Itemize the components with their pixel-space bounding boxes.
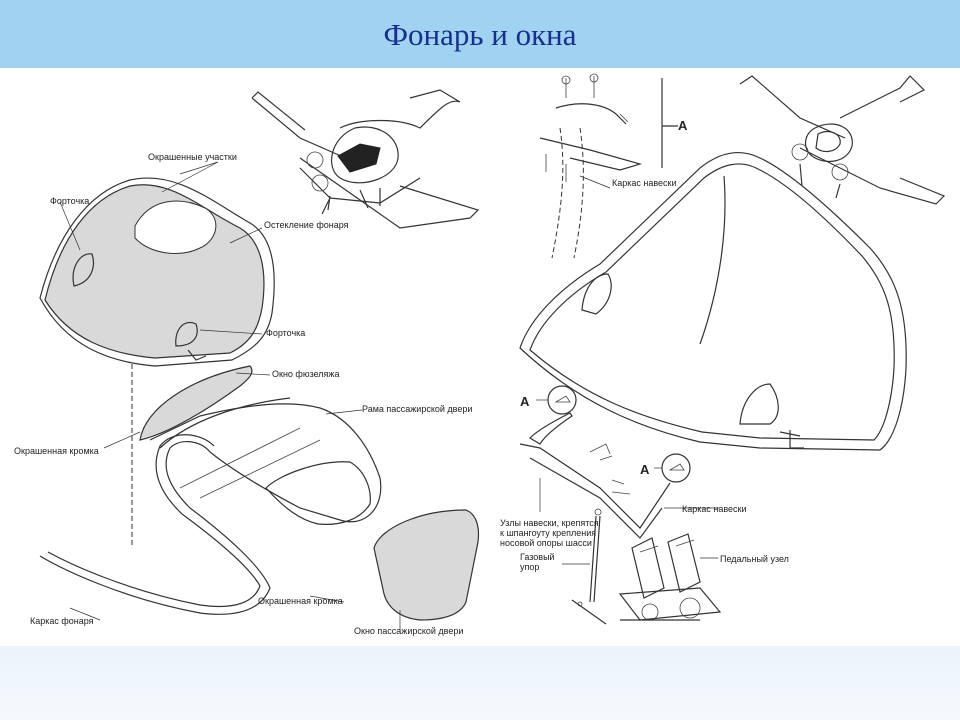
label-fuselage-window: Окно фюзеляжа xyxy=(272,369,339,379)
label-pedal-unit: Педальный узел xyxy=(720,554,789,564)
label-detail-a-left: A xyxy=(520,394,530,409)
gas-strut xyxy=(562,508,607,625)
hinge-detail-top xyxy=(539,73,678,259)
right-diagram: A Каркас навески A A Каркас навески Узлы… xyxy=(500,73,946,625)
label-painted-edge-left: Окрашенная кромка xyxy=(14,446,99,456)
passenger-door-window xyxy=(373,509,480,621)
label-detail-a-top: A xyxy=(678,118,688,133)
label-vent-top: Форточка xyxy=(50,196,89,206)
label-detail-a-right: A xyxy=(640,462,650,477)
label-vent-bottom: Форточка xyxy=(266,328,305,338)
label-hinge-frame-top: Каркас навески xyxy=(612,178,677,188)
canopy-side-view xyxy=(519,151,907,451)
detail-a-markers xyxy=(536,385,691,483)
label-passenger-door-window: Окно пассажирской двери xyxy=(354,626,463,636)
label-painted-areas: Окрашенные участки xyxy=(148,152,237,162)
technical-drawing: Окрашенные участки Форточка Остекление ф… xyxy=(0,68,960,646)
label-hinge-nodes: Узлы навески, крепятся к шпангоуту крепл… xyxy=(500,518,601,548)
title-bar: Фонарь и окна xyxy=(0,0,960,68)
label-painted-edge-bottom: Окрашенная кромка xyxy=(258,596,343,606)
pedal-unit xyxy=(618,533,722,621)
page-title: Фонарь и окна xyxy=(383,17,577,52)
canopy-frame xyxy=(39,397,382,615)
label-gas-strut: Газовый упор xyxy=(520,552,557,572)
label-canopy-glazing: Остекление фонаря xyxy=(264,220,349,230)
aircraft-thumbnail-right xyxy=(739,75,946,205)
left-diagram: Окрашенные участки Форточка Остекление ф… xyxy=(14,89,480,636)
label-hinge-frame: Каркас навески xyxy=(682,504,747,514)
canopy-glazing xyxy=(39,177,275,367)
label-passenger-door-frame: Рама пассажирской двери xyxy=(362,404,472,414)
aircraft-thumbnail-left xyxy=(251,89,480,229)
footer-band xyxy=(0,646,960,720)
hinge-frame xyxy=(519,412,720,539)
fuselage-window xyxy=(139,365,253,441)
label-canopy-frame: Каркас фонаря xyxy=(30,616,94,626)
left-leader-lines xyxy=(59,161,401,632)
